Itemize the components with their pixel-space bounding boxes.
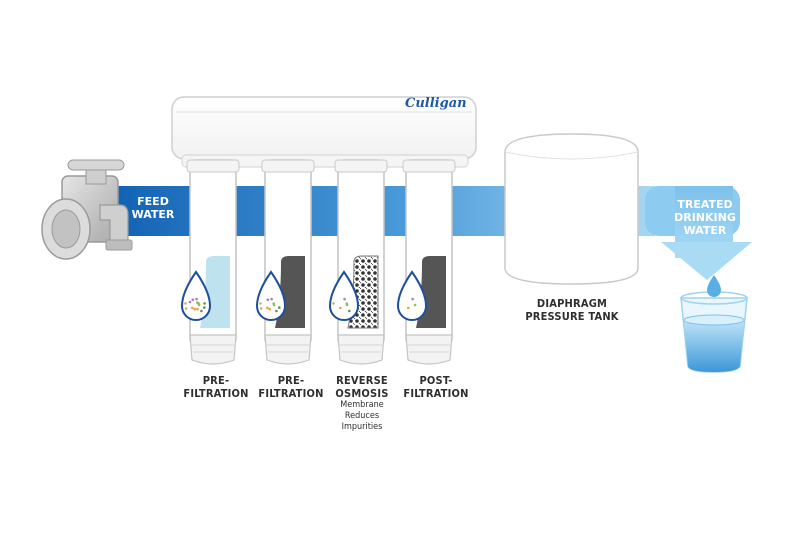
- water-drop-icon: [255, 270, 287, 321]
- filter-cartridge-2: [255, 159, 315, 365]
- flow-arrow-down: [661, 242, 752, 280]
- filter-manifold: [171, 96, 477, 168]
- filter-cartridge-3: [328, 159, 388, 365]
- stage-2-label: PRE-FILTRATION: [258, 374, 324, 400]
- pressure-tank: [504, 133, 639, 285]
- water-glass-icon: [680, 275, 748, 373]
- water-drop-icon: [396, 270, 428, 321]
- filter-cartridges: [180, 159, 456, 365]
- stage-1-label: PRE-FILTRATION: [183, 374, 249, 400]
- filter-cartridge-4: [396, 159, 456, 365]
- brand-logo: Culligan: [405, 96, 467, 111]
- drop-icon: [707, 275, 721, 297]
- stage-4-label: POST-FILTRATION: [403, 374, 469, 400]
- water-drop-icon: [180, 270, 212, 321]
- water-drop-icon: [328, 270, 360, 321]
- faucet-icon: [41, 159, 133, 260]
- filter-cartridge-1: [180, 159, 240, 365]
